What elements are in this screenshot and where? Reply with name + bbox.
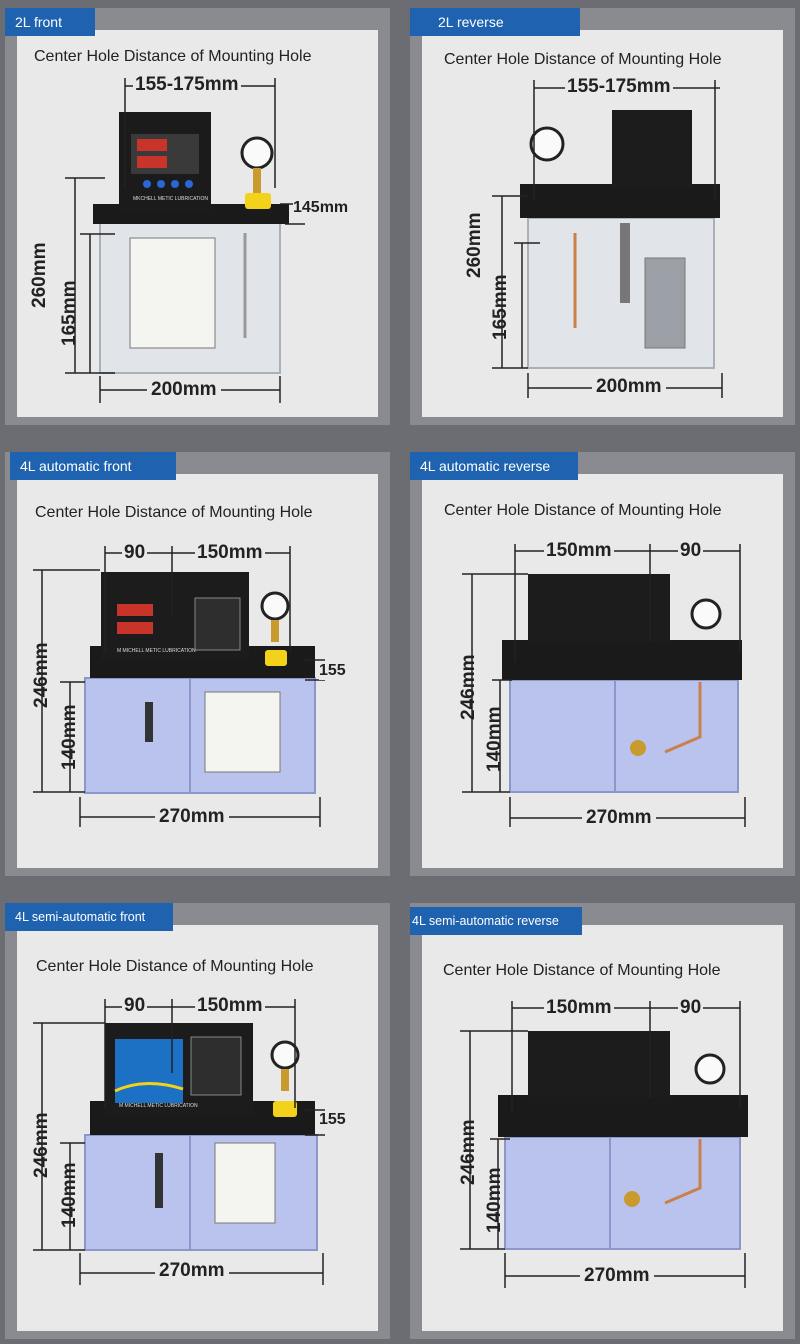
panel-label: 4L automatic reverse [410, 452, 578, 480]
panel-2l-reverse: 2L reverse Center Hole Distance of Mount… [410, 8, 795, 425]
panel-label: 4L semi-automatic front [5, 903, 173, 931]
panel-heading: Center Hole Distance of Mounting Hole [35, 504, 313, 521]
dimension-hole-height: 140mm [59, 704, 80, 771]
dimension-hole-spacing: 150mm [195, 542, 265, 564]
dimension-height: 260mm [464, 212, 485, 279]
dimension-offset: 155 [319, 662, 346, 680]
panel-4l-automatic-front: 4L automatic front Center Hole Distance … [5, 452, 390, 876]
dimension-offset: 145mm [293, 199, 349, 217]
dimension-width-bottom: 200mm [592, 376, 666, 398]
panel-label: 2L reverse [410, 8, 580, 36]
dimension-width-bottom: 200mm [147, 379, 221, 401]
product-photo-4l-semi-automatic-reverse [460, 1001, 748, 1288]
dimension-hole-height: 165mm [59, 280, 80, 347]
panel-heading: Center Hole Distance of Mounting Hole [34, 48, 312, 65]
panel-label: 4L semi-automatic reverse [410, 907, 582, 935]
product-photo-4l-semi-automatic-front [33, 999, 325, 1285]
dimension-right-hole: 90 [678, 540, 704, 562]
dimension-width-top: 155-175mm [565, 76, 673, 98]
panel-4l-semi-automatic-reverse: 4L semi-automatic reverse Center Hole Di… [410, 903, 795, 1339]
dimension-height: 246mm [31, 1112, 52, 1179]
dimension-height: 246mm [458, 654, 479, 721]
panel-4l-automatic-reverse: 4L automatic reverse Center Hole Distanc… [410, 452, 795, 876]
dimension-hole-height: 140mm [484, 706, 505, 773]
dimension-offset: 155 [319, 1111, 346, 1129]
dimension-width-top: 155-175mm [133, 74, 241, 96]
panel-heading: Center Hole Distance of Mounting Hole [36, 958, 314, 975]
dimension-height: 246mm [31, 642, 52, 709]
panel-4l-semi-automatic-front: 4L semi-automatic front Center Hole Dist… [5, 903, 390, 1339]
device-brand-text: MKCHELL METIC LUBRICATION [133, 196, 209, 202]
dimension-height: 246mm [458, 1119, 479, 1186]
panel-heading: Center Hole Distance of Mounting Hole [443, 962, 721, 979]
device-brand-text: M MICHELL METIC LUBRICATION [119, 1103, 198, 1109]
panel-heading: Center Hole Distance of Mounting Hole [444, 51, 722, 68]
dimension-hole-spacing: 150mm [544, 540, 614, 562]
dimension-left-hole: 90 [122, 995, 148, 1017]
dimension-hole-spacing: 150mm [544, 997, 614, 1019]
panel-label: 2L front [5, 8, 95, 36]
dimension-hole-height: 140mm [484, 1167, 505, 1234]
panel-label: 4L automatic front [10, 452, 176, 480]
dimension-right-hole: 90 [678, 997, 704, 1019]
dimension-width-bottom: 270mm [582, 807, 656, 829]
product-photo-4l-automatic-reverse [462, 544, 746, 827]
dimension-hole-height: 140mm [59, 1162, 80, 1229]
dimension-width-bottom: 270mm [155, 806, 229, 828]
dimension-width-bottom: 270mm [580, 1265, 654, 1287]
dimension-width-bottom: 270mm [155, 1260, 229, 1282]
dimension-hole-spacing: 150mm [195, 995, 265, 1017]
dimension-left-hole: 90 [122, 542, 148, 564]
dimension-height: 260mm [29, 242, 50, 309]
product-photo-2l-front [65, 78, 305, 403]
panel-heading: Center Hole Distance of Mounting Hole [444, 502, 722, 519]
panel-2l-front: 2L front Center Hole Distance of Mountin… [5, 8, 390, 425]
device-brand-text: M MICHELL METIC LUBRICATION [117, 648, 196, 654]
dimension-hole-height: 165mm [490, 274, 511, 341]
